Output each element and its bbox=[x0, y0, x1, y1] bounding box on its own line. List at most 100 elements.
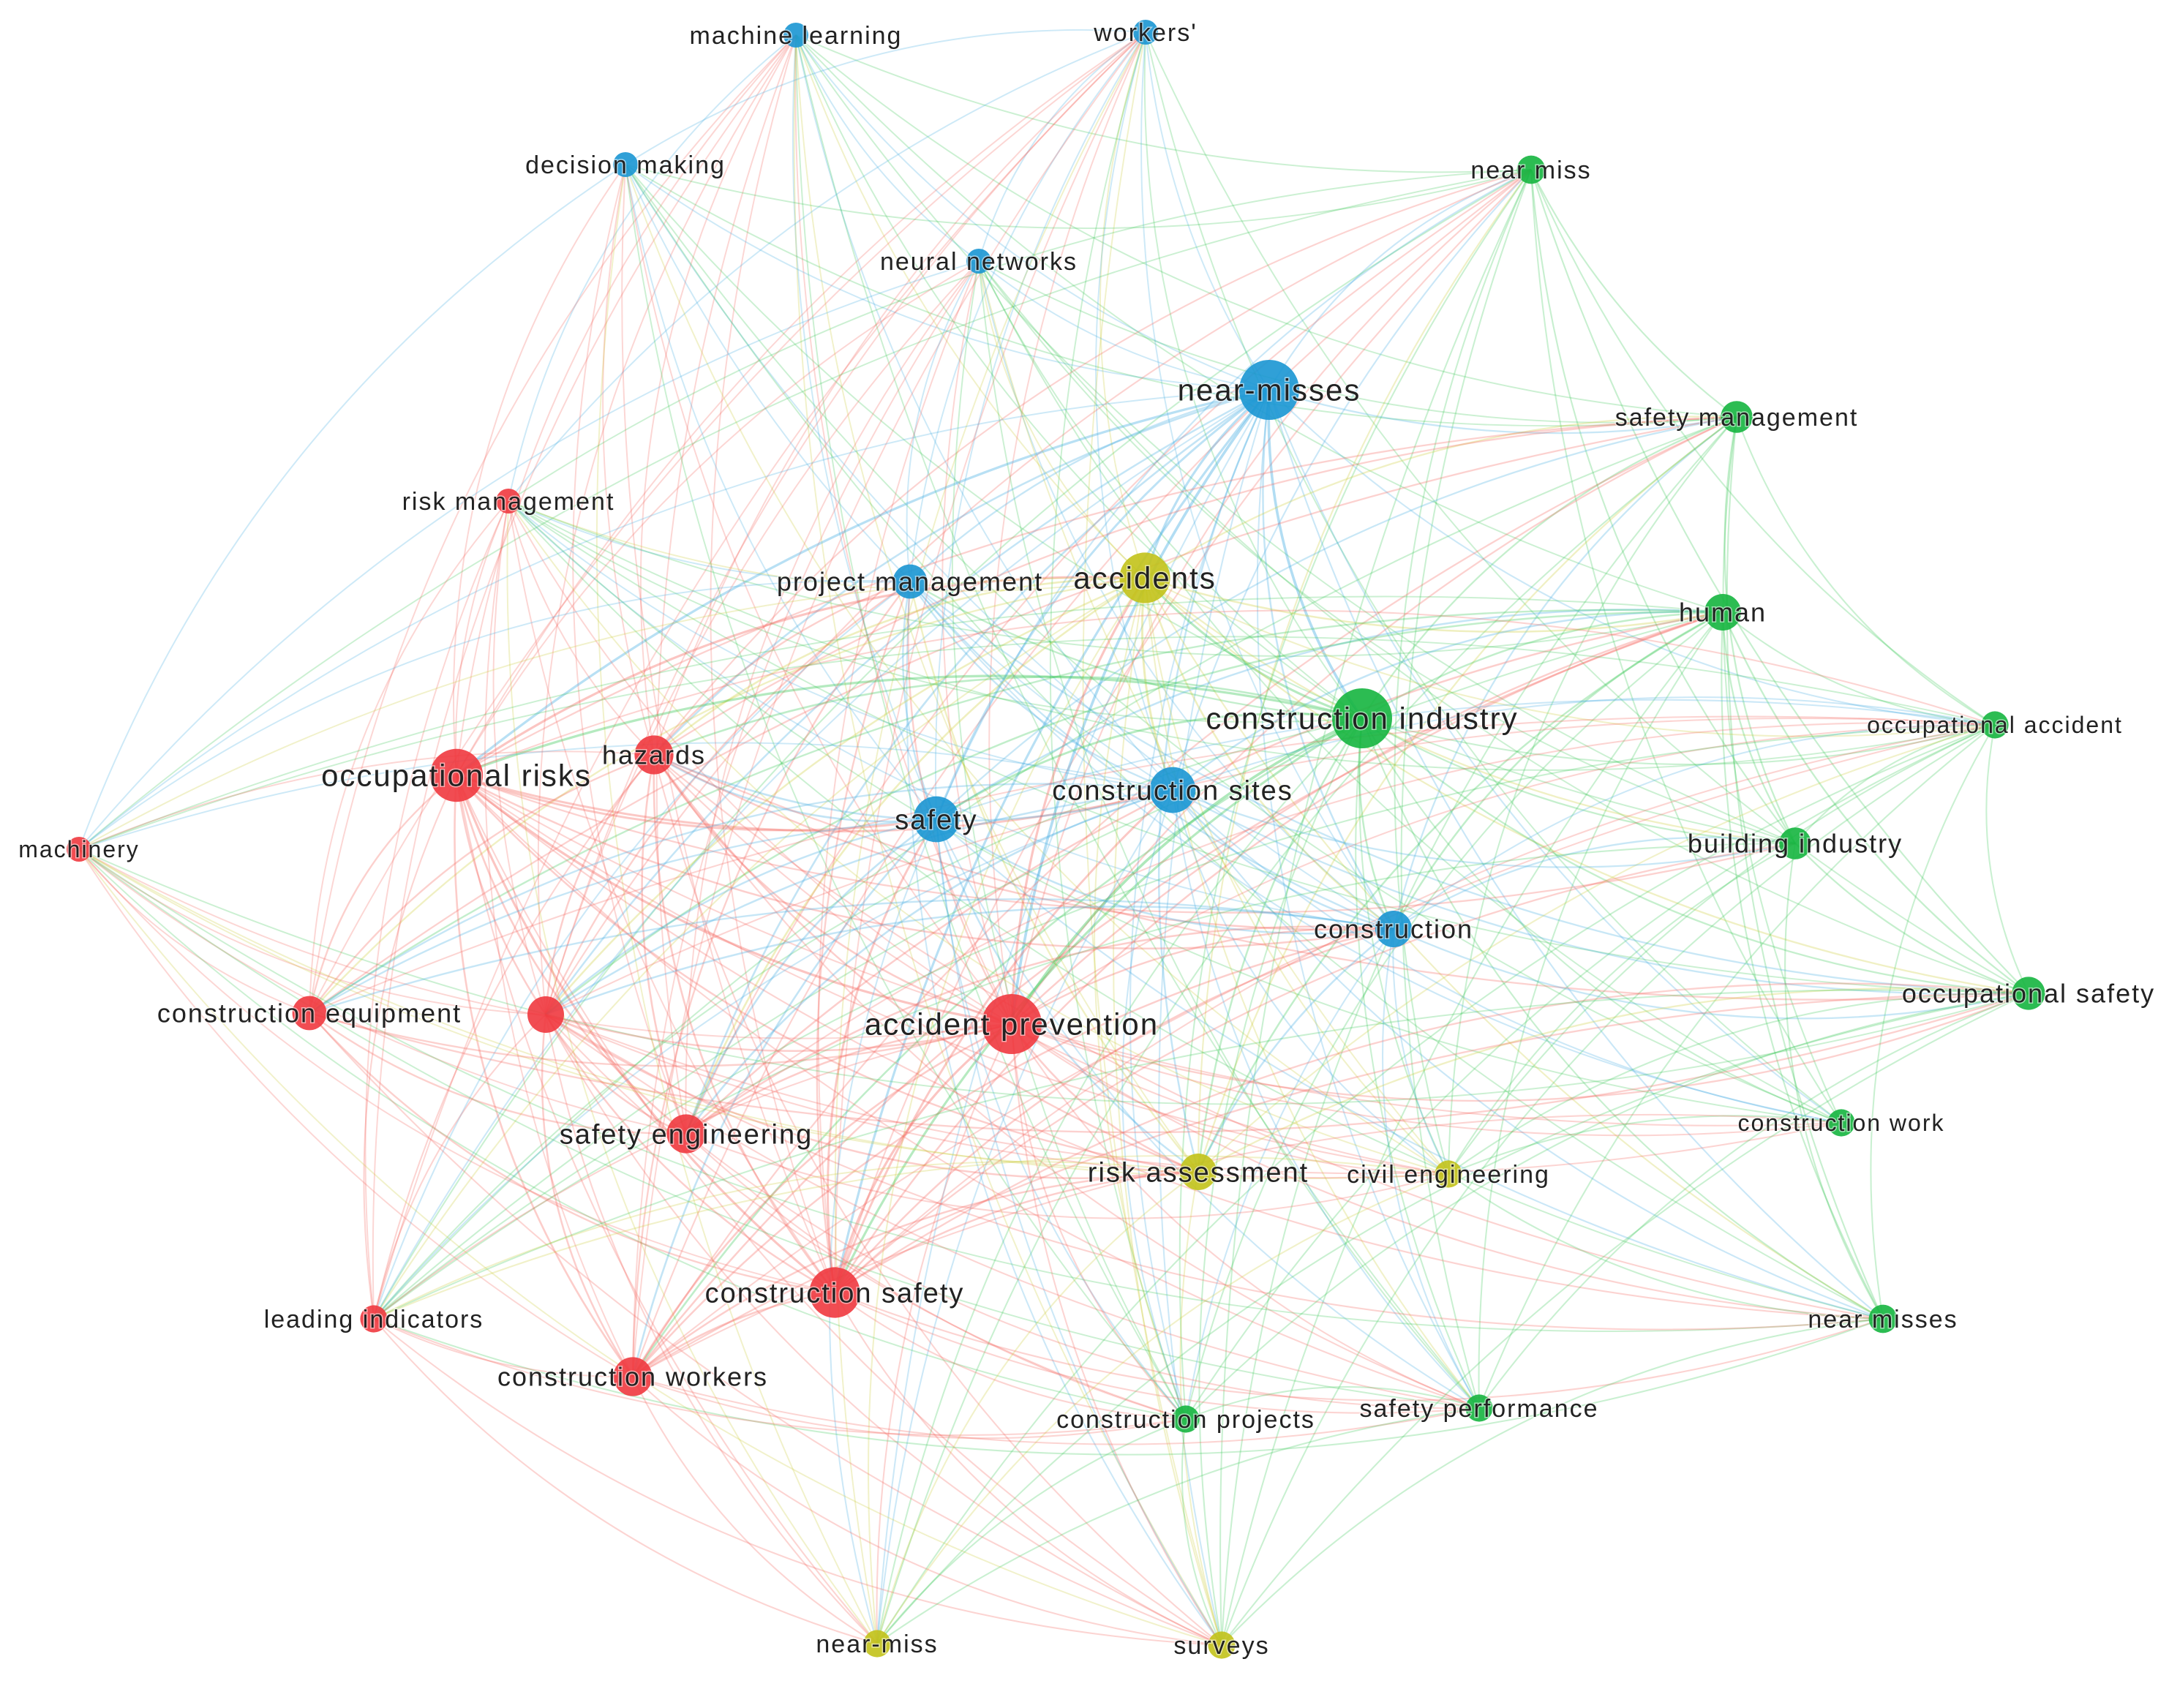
network-link bbox=[372, 34, 797, 1320]
network-link bbox=[78, 389, 1270, 850]
network-link bbox=[78, 849, 1222, 1646]
node-machine-learning[interactable] bbox=[783, 23, 808, 48]
node-construction-equipment[interactable] bbox=[292, 996, 327, 1031]
node-construction[interactable] bbox=[1375, 911, 1412, 947]
network-link bbox=[936, 712, 1363, 821]
node-construction-workers[interactable] bbox=[613, 1357, 653, 1396]
node-safety-performance[interactable] bbox=[1465, 1394, 1493, 1422]
network-link bbox=[1262, 389, 1395, 930]
node-risk-assessment[interactable] bbox=[1180, 1154, 1217, 1190]
node-workers[interactable] bbox=[1133, 20, 1158, 45]
node-construction-projects[interactable] bbox=[1172, 1405, 1200, 1433]
network-link bbox=[455, 388, 1270, 777]
network-link bbox=[1478, 724, 1996, 1409]
network-link bbox=[309, 1012, 687, 1135]
network-link bbox=[1361, 718, 1884, 1320]
network-link bbox=[1010, 1023, 1222, 1646]
node-occupational-safety[interactable] bbox=[2012, 977, 2045, 1010]
network-link bbox=[909, 581, 1842, 1124]
node-leading-indicators[interactable] bbox=[360, 1305, 388, 1333]
network-link bbox=[1221, 724, 1996, 1646]
network-link bbox=[508, 500, 1146, 592]
network-link bbox=[792, 34, 937, 820]
network-link bbox=[545, 906, 1394, 1016]
network-link bbox=[625, 164, 1270, 391]
network-link bbox=[909, 31, 1146, 582]
network-link bbox=[795, 34, 1173, 791]
network-link bbox=[876, 389, 1270, 1644]
node-near-miss-yellow[interactable] bbox=[863, 1630, 891, 1658]
node-machinery[interactable] bbox=[67, 837, 91, 862]
network-link bbox=[978, 260, 1480, 1409]
network-link bbox=[78, 164, 626, 850]
network-link bbox=[508, 34, 797, 502]
network-link bbox=[456, 774, 1394, 949]
network-link bbox=[1181, 1418, 1222, 1646]
node-near-misses-green[interactable] bbox=[1868, 1304, 1898, 1333]
node-hazards[interactable] bbox=[634, 735, 674, 775]
node-construction-industry[interactable] bbox=[1332, 688, 1392, 748]
network-link bbox=[1448, 992, 2029, 1175]
network-link bbox=[309, 415, 1737, 1014]
network-link bbox=[1143, 388, 1271, 579]
node-label-neural-networks: neural networks bbox=[880, 248, 1078, 276]
network-link bbox=[372, 754, 655, 1320]
node-risk-management[interactable] bbox=[496, 489, 521, 513]
network-link bbox=[456, 775, 1222, 1646]
network-link bbox=[1382, 928, 1480, 1409]
network-link bbox=[978, 260, 1449, 1175]
network-link bbox=[1145, 31, 1270, 391]
network-link bbox=[1049, 31, 1187, 1420]
node-near-misses-blue[interactable] bbox=[1239, 360, 1299, 420]
network-link bbox=[653, 415, 1737, 756]
network-link bbox=[78, 595, 1723, 850]
node-occupational-risks[interactable] bbox=[429, 748, 484, 802]
network-link bbox=[78, 849, 2029, 1105]
network-link bbox=[653, 753, 1394, 931]
node-label-building-industry: building industry bbox=[1688, 829, 1903, 859]
network-link bbox=[1140, 31, 1394, 930]
node-neural-networks[interactable] bbox=[966, 249, 991, 274]
node-accident-prevention[interactable] bbox=[982, 994, 1042, 1054]
node-human[interactable] bbox=[1704, 594, 1741, 631]
network-link bbox=[78, 169, 1532, 850]
network-link bbox=[632, 1291, 835, 1378]
node-safety-engineering[interactable] bbox=[666, 1114, 706, 1154]
network-link bbox=[1171, 789, 1480, 1409]
node-safety-management[interactable] bbox=[1721, 401, 1753, 433]
network-link bbox=[909, 581, 2029, 995]
network-link bbox=[685, 388, 1270, 1135]
node-label-construction-projects: construction projects bbox=[1056, 1406, 1315, 1434]
node-accidents[interactable] bbox=[1119, 552, 1170, 603]
node-occupational-accident[interactable] bbox=[1981, 711, 2009, 739]
node-construction-sites[interactable] bbox=[1149, 767, 1196, 813]
network-link bbox=[508, 500, 1173, 791]
node-safety[interactable] bbox=[913, 796, 960, 843]
node-near-miss-green[interactable] bbox=[1516, 155, 1546, 184]
node-surveys[interactable] bbox=[1208, 1631, 1236, 1659]
network-link bbox=[978, 260, 1796, 844]
network-link bbox=[363, 775, 457, 1320]
network-link bbox=[653, 754, 836, 1293]
node-construction-work[interactable] bbox=[1827, 1109, 1855, 1137]
network-link bbox=[631, 581, 911, 1377]
network-link bbox=[1011, 1023, 1842, 1137]
node-civil-engineering[interactable] bbox=[1435, 1160, 1462, 1188]
network-link bbox=[795, 34, 980, 262]
network-link bbox=[545, 611, 1723, 1015]
node-decision-making[interactable] bbox=[613, 152, 638, 177]
network-link bbox=[1010, 1023, 1187, 1420]
network-link bbox=[1145, 31, 2029, 994]
network-link bbox=[309, 1012, 1012, 1067]
node-building-industry[interactable] bbox=[1779, 827, 1811, 859]
node-project-management[interactable] bbox=[892, 564, 928, 599]
network-link bbox=[508, 169, 1532, 502]
node-unlabeled-red[interactable] bbox=[527, 996, 564, 1033]
network-link bbox=[793, 34, 1222, 1646]
node-construction-safety[interactable] bbox=[809, 1267, 860, 1318]
network-link bbox=[1221, 1317, 1884, 1646]
network-link bbox=[78, 849, 310, 1014]
network-link bbox=[1011, 415, 1737, 1025]
network-link bbox=[795, 34, 1532, 173]
